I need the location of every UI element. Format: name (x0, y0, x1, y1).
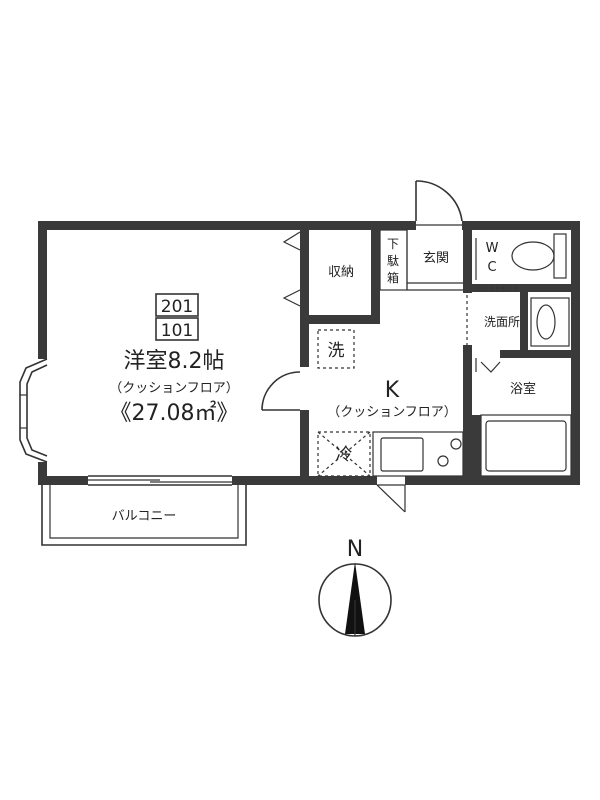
washroom-fixtures (466, 295, 570, 373)
bathroom-label: 浴室 (510, 381, 536, 397)
wc-char-c: C (487, 260, 496, 275)
entrance-label: 玄関 (423, 251, 449, 266)
entrance-area (379, 229, 463, 291)
washer-label: 洗 (328, 341, 345, 361)
balcony-label: バルコニー (112, 509, 177, 524)
storage-doors (282, 231, 301, 307)
interior-walls (300, 221, 580, 485)
shoe-box-char-2: 駄 (387, 253, 399, 268)
unit-number-1: 201 (161, 297, 193, 317)
western-room-area: 《27.08㎡》 (110, 400, 239, 426)
bathtub (480, 414, 572, 477)
kitchen-name: K (385, 378, 400, 403)
balcony-window (88, 475, 232, 486)
western-room-name: 洋室8.2帖 (124, 349, 225, 374)
toilet (475, 233, 567, 280)
western-room-floor: （クッションフロア） (109, 381, 239, 396)
shoe-box-char-3: 箱 (387, 270, 399, 285)
compass-north-label: N (347, 537, 363, 562)
kitchen-floor: （クッションフロア） (327, 405, 457, 420)
washroom-label: 洗面所 (484, 315, 520, 329)
entrance-door (415, 180, 463, 226)
balcony (41, 485, 247, 546)
fridge-label: 冷 (336, 445, 353, 465)
shoe-box-char-1: 下 (387, 237, 399, 251)
unit-number-2: 101 (161, 321, 193, 341)
kitchen-service-door (376, 484, 406, 513)
storage-label: 収納 (328, 265, 354, 280)
compass-icon (318, 562, 392, 637)
wc-char-w: W (486, 241, 499, 256)
unit-number-boxes (155, 293, 199, 341)
room-door (261, 371, 301, 411)
bay-window (19, 358, 48, 463)
kitchen-fixtures (317, 329, 464, 477)
